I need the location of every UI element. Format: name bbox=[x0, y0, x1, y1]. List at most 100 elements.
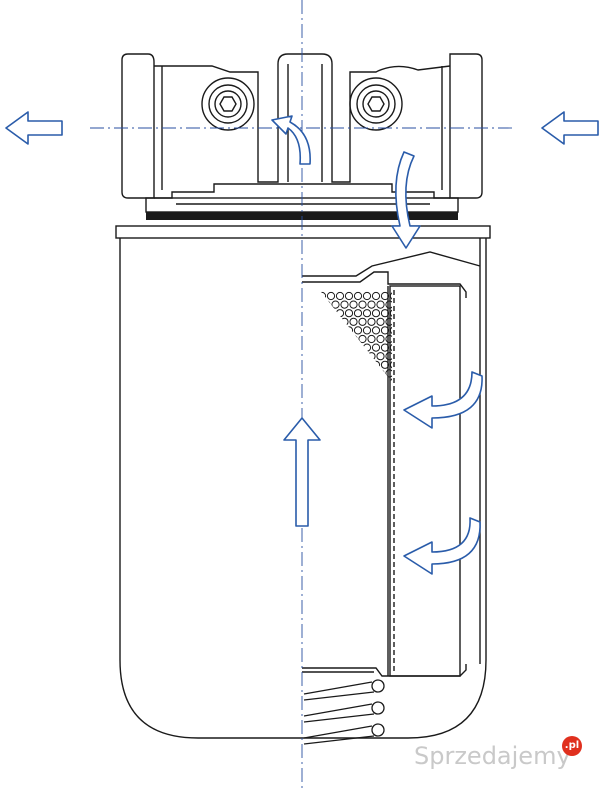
perforation-hole bbox=[318, 326, 327, 335]
perforation-hole bbox=[326, 343, 336, 352]
perforation-hole bbox=[367, 352, 376, 361]
flow-arrows bbox=[5, 111, 599, 575]
perforation-hole bbox=[353, 291, 363, 301]
perforation-hole bbox=[389, 343, 392, 352]
perforation-hole bbox=[331, 334, 340, 344]
element-bottom-cap bbox=[302, 664, 467, 677]
perforation-hole bbox=[371, 309, 381, 318]
perforation-hole bbox=[404, 353, 411, 360]
head-body bbox=[154, 53, 451, 183]
perforation-hole bbox=[404, 370, 411, 377]
perforation-hole bbox=[353, 360, 363, 369]
filter-canister bbox=[115, 225, 491, 739]
perforation-hole bbox=[318, 309, 327, 318]
head-right-boss bbox=[449, 53, 483, 199]
perforation-hole bbox=[399, 327, 406, 334]
perforation-hole bbox=[389, 291, 392, 301]
perforation-hole bbox=[395, 318, 402, 325]
spring-coil-end bbox=[371, 701, 385, 715]
perforation-hole bbox=[340, 300, 349, 309]
inward-flow-arrow-lower-icon bbox=[403, 517, 481, 575]
outlet-flow-arrow-icon bbox=[5, 111, 63, 145]
perforation-hole bbox=[380, 343, 390, 352]
hex-socket-icon bbox=[367, 96, 385, 112]
bolt-right-housing bbox=[349, 77, 403, 131]
perforation-hole bbox=[371, 326, 381, 335]
perforation-hole bbox=[358, 300, 367, 309]
perforation-hole bbox=[331, 352, 340, 361]
perforation-hole bbox=[358, 334, 367, 344]
perforation-hole bbox=[322, 352, 331, 361]
perforation-hole bbox=[362, 309, 372, 318]
perforation-hole bbox=[318, 377, 327, 382]
spring-wire bbox=[303, 725, 373, 739]
perforation-hole bbox=[395, 335, 402, 342]
head-left-boss bbox=[121, 53, 155, 199]
perforation-hole bbox=[335, 291, 345, 301]
perforation-hole bbox=[395, 353, 402, 360]
perforation-hole bbox=[404, 335, 411, 342]
perforation-hole bbox=[404, 318, 411, 325]
perforation-hole bbox=[349, 317, 358, 326]
perforation-hole bbox=[353, 326, 363, 335]
head-lower-ledge bbox=[154, 183, 450, 199]
perforation-hole bbox=[335, 360, 345, 369]
perforation-hole bbox=[385, 317, 392, 326]
perforation-hole bbox=[318, 343, 327, 352]
perforation-hole bbox=[395, 370, 402, 377]
perforation-hole bbox=[367, 334, 376, 344]
perforation-hole bbox=[371, 291, 381, 301]
spring-coil-end bbox=[371, 679, 385, 693]
perforation-hole bbox=[318, 360, 327, 369]
perforation-hole bbox=[344, 360, 354, 369]
perforation-hole bbox=[349, 300, 358, 309]
perforation-hole bbox=[331, 300, 340, 309]
perforation-hole bbox=[380, 309, 390, 318]
perforation-hole bbox=[367, 369, 376, 378]
perforation-hole bbox=[322, 334, 331, 344]
perforation-hole bbox=[344, 309, 354, 318]
perforation-hole bbox=[376, 317, 385, 326]
perforation-hole bbox=[340, 369, 349, 378]
element-top-cover bbox=[302, 251, 481, 277]
canister-top-flange bbox=[115, 225, 491, 239]
perforation-hole bbox=[340, 317, 349, 326]
perforation-hole bbox=[322, 300, 331, 309]
perforation-hole bbox=[335, 309, 345, 318]
perforation-hole bbox=[362, 377, 372, 382]
perforation-hole bbox=[318, 291, 327, 301]
perforation-hole bbox=[326, 291, 336, 301]
perforation-hole bbox=[376, 352, 385, 361]
inlet-flow-arrow-icon bbox=[541, 111, 599, 145]
watermark-text: Sprzedajemy bbox=[414, 742, 571, 770]
spring-wire bbox=[303, 735, 375, 745]
perforation-hole bbox=[399, 344, 406, 351]
perforation-hole bbox=[367, 300, 376, 309]
spring-coil-end bbox=[371, 723, 385, 737]
perforation-hole bbox=[335, 326, 345, 335]
perforation-hole bbox=[344, 291, 354, 301]
perforation-hole bbox=[358, 317, 367, 326]
spring-wire bbox=[303, 681, 373, 695]
inlet-down-arrow-icon bbox=[391, 151, 421, 249]
perforation-hole bbox=[399, 378, 406, 385]
head-return-arrow-icon bbox=[271, 115, 311, 165]
bolt-left-housing bbox=[201, 77, 255, 131]
perforation-hole bbox=[349, 369, 358, 378]
canister-shell bbox=[119, 238, 487, 739]
perforation-hole bbox=[349, 352, 358, 361]
perforation-hole bbox=[389, 326, 392, 335]
perforation-hole bbox=[380, 291, 390, 301]
perforation-holes bbox=[318, 291, 411, 385]
perforation-hole bbox=[322, 317, 331, 326]
perforation-hole bbox=[340, 334, 349, 344]
bolt-left-head bbox=[208, 84, 248, 124]
perforation-hole bbox=[389, 309, 392, 318]
perforation-hole bbox=[376, 369, 385, 378]
perforation-hole bbox=[399, 361, 406, 368]
perforation-hole bbox=[362, 343, 372, 352]
perforation-hole bbox=[331, 369, 340, 378]
perforation-hole bbox=[353, 309, 363, 318]
perforation-hole bbox=[326, 377, 336, 382]
